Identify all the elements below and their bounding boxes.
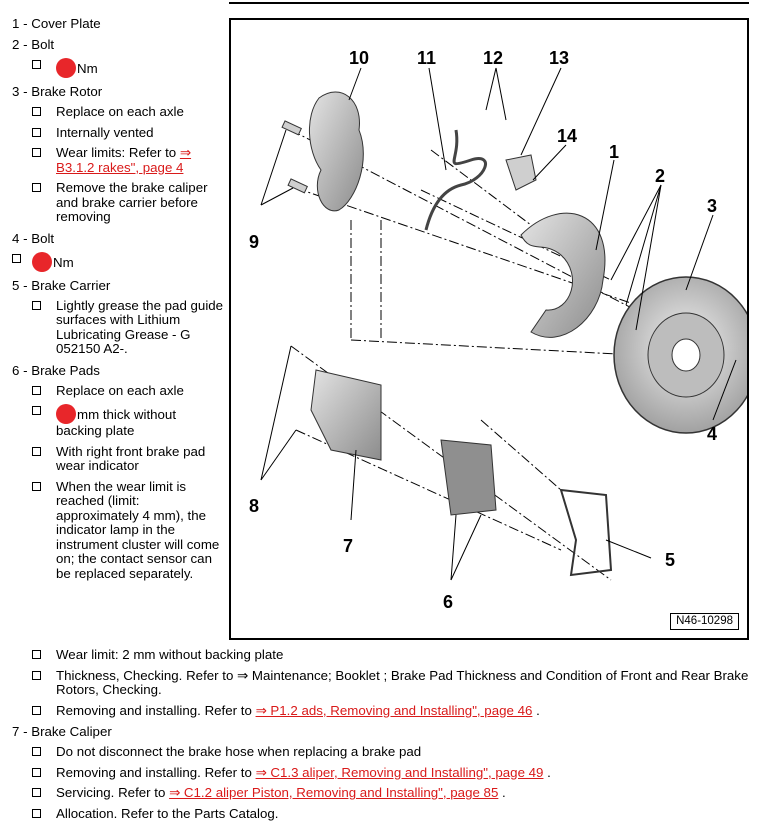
callout-9: 9	[249, 232, 259, 252]
bolt-icon	[287, 178, 308, 194]
figure-id: N46-10298	[670, 613, 739, 630]
checkbox-icon	[32, 767, 41, 777]
list-item: Wear limit: 2 mm without backing plate	[12, 647, 772, 663]
list-item: Replace on each axle	[12, 104, 224, 120]
diagram-drawing: 10 11 12 13 14 1 2 3 9 4 8 7 6 5	[249, 48, 747, 612]
list-item: Lightly grease the pad guide surfaces wi…	[12, 298, 224, 357]
callout-12: 12	[483, 48, 503, 68]
list-item: Servicing. Refer to ⇒ C1.2 aliper Piston…	[12, 785, 772, 801]
list-item: Internally vented	[12, 125, 224, 141]
brake-rotor	[613, 276, 747, 434]
checkbox-icon	[32, 406, 41, 415]
red-dot-icon	[56, 404, 76, 424]
list-item: Remove the brake caliper and brake carri…	[12, 180, 224, 225]
callout-13: 13	[549, 48, 569, 68]
item-heading: 7 - Brake Caliper	[12, 724, 112, 739]
item-heading: 5 - Brake Carrier	[12, 277, 111, 293]
list-item: With right front brake pad wear indicato…	[12, 444, 224, 474]
checkbox-icon	[32, 183, 41, 192]
checkbox-icon	[32, 300, 41, 310]
callout-7: 7	[343, 536, 353, 556]
brake-pads	[440, 439, 497, 516]
checkbox-icon	[32, 788, 41, 797]
list-item: Removing and installing. Refer to ⇒ P1.2…	[12, 702, 772, 719]
wear-sensor	[505, 154, 537, 191]
checkbox-icon	[32, 446, 41, 456]
callout-14: 14	[557, 126, 577, 146]
callout-11: 11	[417, 48, 436, 68]
item-heading: 3 - Brake Rotor	[12, 84, 103, 99]
checkbox-icon	[32, 650, 41, 659]
item-heading: 2 - Bolt	[12, 37, 55, 52]
list-item: Replace on each axle	[12, 383, 224, 399]
list-item: Nm	[12, 251, 224, 272]
checkbox-icon	[32, 60, 41, 69]
callout-1: 1	[609, 142, 619, 162]
checkbox-icon	[32, 747, 41, 756]
checkbox-icon	[12, 253, 21, 263]
checkbox-icon	[32, 385, 41, 395]
checkbox-icon	[32, 808, 41, 818]
list-item: Do not disconnect the brake hose when re…	[12, 744, 772, 760]
callout-5: 5	[665, 550, 675, 570]
bolt-icon	[281, 120, 302, 136]
parts-list-column: 1 - Cover Plate 2 - Bolt Nm 3 - Brake Ro…	[12, 16, 224, 587]
checkbox-icon	[32, 670, 41, 680]
callout-2: 2	[655, 166, 665, 186]
checkbox-icon	[32, 148, 41, 157]
wear-limits-link[interactable]: ⇒ B3.1.2 rakes", page 4	[56, 145, 192, 175]
brake-pads-link[interactable]: ⇒ P1.2 ads, Removing and Installing", pa…	[255, 702, 533, 718]
list-item: mm thick without backing plate	[12, 404, 224, 439]
list-item: When the wear limit is reached (limit: a…	[12, 479, 224, 582]
list-item: Wear limits: Refer to ⇒ B3.1.2 rakes", p…	[12, 145, 224, 175]
checkbox-icon	[32, 481, 41, 491]
checkbox-icon	[32, 705, 41, 715]
checkbox-icon	[32, 127, 41, 137]
caliper-link[interactable]: ⇒ C1.3 aliper, Removing and Installing",…	[255, 764, 544, 780]
list-item: Removing and installing. Refer to ⇒ C1.3…	[12, 764, 772, 781]
callout-6: 6	[443, 592, 453, 612]
brake-hose	[424, 129, 487, 231]
item-heading: 4 - Bolt	[12, 230, 55, 246]
item-heading: 1 - Cover Plate	[12, 16, 101, 31]
cover-plate	[520, 212, 606, 338]
list-item: Nm	[12, 58, 224, 78]
red-dot-icon	[32, 251, 52, 272]
checkbox-icon	[32, 107, 41, 116]
caliper-piston-link[interactable]: ⇒ C1.2 aliper Piston, Removing and Insta…	[169, 785, 499, 800]
brake-caliper	[310, 369, 382, 461]
steering-knuckle	[309, 91, 364, 212]
callout-8: 8	[249, 496, 259, 516]
callout-10: 10	[349, 48, 369, 68]
exploded-brake-diagram: 10 11 12 13 14 1 2 3 9 4 8 7 6 5 N46-102…	[229, 18, 749, 640]
list-item: Thickness, Checking. Refer to ⇒ Maintena…	[12, 668, 772, 698]
brake-carrier	[559, 488, 613, 577]
top-rule	[229, 2, 749, 4]
list-item: Allocation. Refer to the Parts Catalog.	[12, 806, 772, 822]
parts-list-lower: Wear limit: 2 mm without backing plate T…	[12, 647, 772, 827]
callout-4: 4	[707, 424, 717, 444]
red-dot-icon	[56, 58, 76, 78]
item-heading: 6 - Brake Pads	[12, 362, 100, 378]
callout-3: 3	[707, 196, 717, 216]
